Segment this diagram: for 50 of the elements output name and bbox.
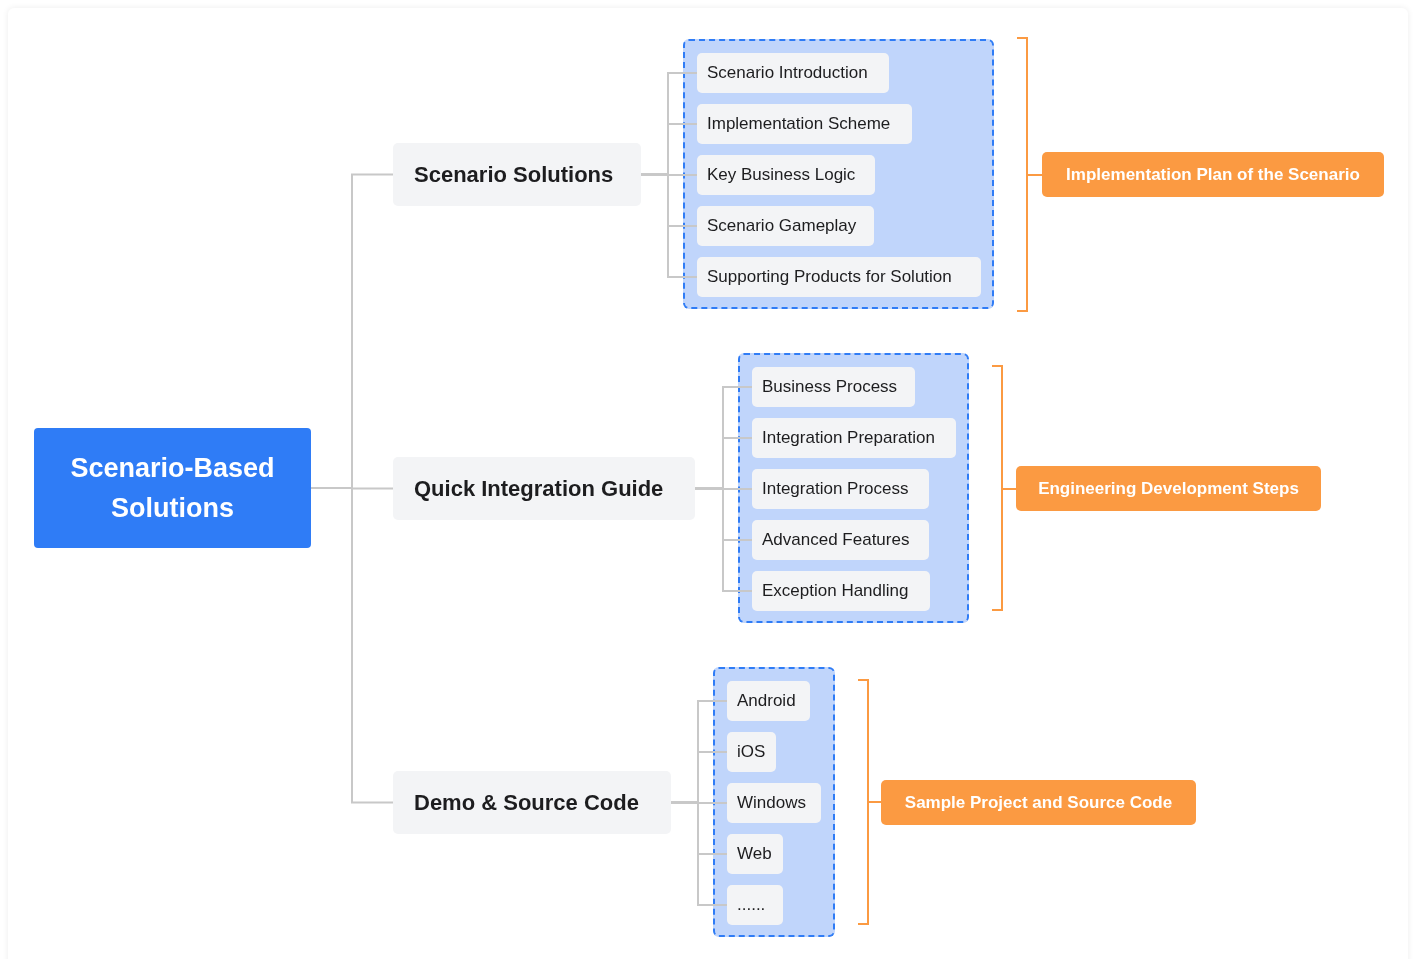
subtopic-box	[752, 571, 930, 611]
subtopic-box	[697, 104, 912, 144]
summary-label-box	[881, 780, 1196, 825]
node-text: Exception Handling	[762, 581, 909, 601]
node-text: Quick Integration Guide	[414, 475, 664, 502]
node-text: Windows	[737, 793, 806, 813]
node-text: Demo & Source Code	[414, 789, 639, 816]
subtopic-box	[697, 257, 981, 297]
topic-box	[393, 143, 641, 206]
subtopic-box	[727, 732, 776, 772]
node-text: Key Business Logic	[707, 165, 856, 185]
node-text: Scenario Gameplay	[707, 216, 857, 236]
node-text: Supporting Products for Solution	[707, 267, 952, 287]
dashed-group-box	[683, 39, 994, 309]
topic-box	[393, 771, 671, 834]
node-text: Scenario Solutions	[414, 161, 614, 188]
node-text: iOS	[737, 742, 766, 762]
node-text: Implementation Scheme	[707, 114, 891, 134]
root-topic-box	[34, 428, 311, 548]
summary-label-box	[1042, 152, 1384, 197]
connector-line	[670, 801, 728, 906]
summary-text: Engineering Development Steps	[1038, 478, 1299, 499]
subtopic-box	[697, 53, 889, 93]
node-text: Advanced Features	[762, 530, 910, 550]
subtopic-box	[727, 834, 783, 874]
summary-text: Sample Project and Source Code	[904, 792, 1173, 813]
subtopic-box	[697, 206, 874, 246]
subtopic-box	[697, 155, 875, 195]
node-text: Scenario-Based Solutions	[69, 452, 276, 525]
dashed-group-box	[713, 667, 835, 937]
connector-line	[694, 487, 753, 592]
dashed-group-box	[738, 353, 969, 623]
topic-box	[393, 457, 695, 520]
subtopic-box	[752, 469, 929, 509]
subtopic-box	[752, 367, 915, 407]
subtopic-box	[752, 418, 956, 458]
node-text: Integration Process	[762, 479, 909, 499]
summary-text: Implementation Plan of the Scenario	[1066, 164, 1360, 185]
node-text: ......	[737, 895, 766, 915]
node-text: Business Process	[762, 377, 898, 397]
connector-line	[640, 173, 698, 278]
node-text: Web	[737, 844, 772, 864]
node-text: Android	[737, 691, 796, 711]
subtopic-box	[727, 681, 810, 721]
subtopic-box	[752, 520, 929, 560]
summary-label-box	[1016, 466, 1321, 511]
subtopic-box	[727, 885, 783, 925]
node-text: Scenario Introduction	[707, 63, 868, 83]
subtopic-box	[727, 783, 821, 823]
node-text: Integration Preparation	[762, 428, 935, 448]
